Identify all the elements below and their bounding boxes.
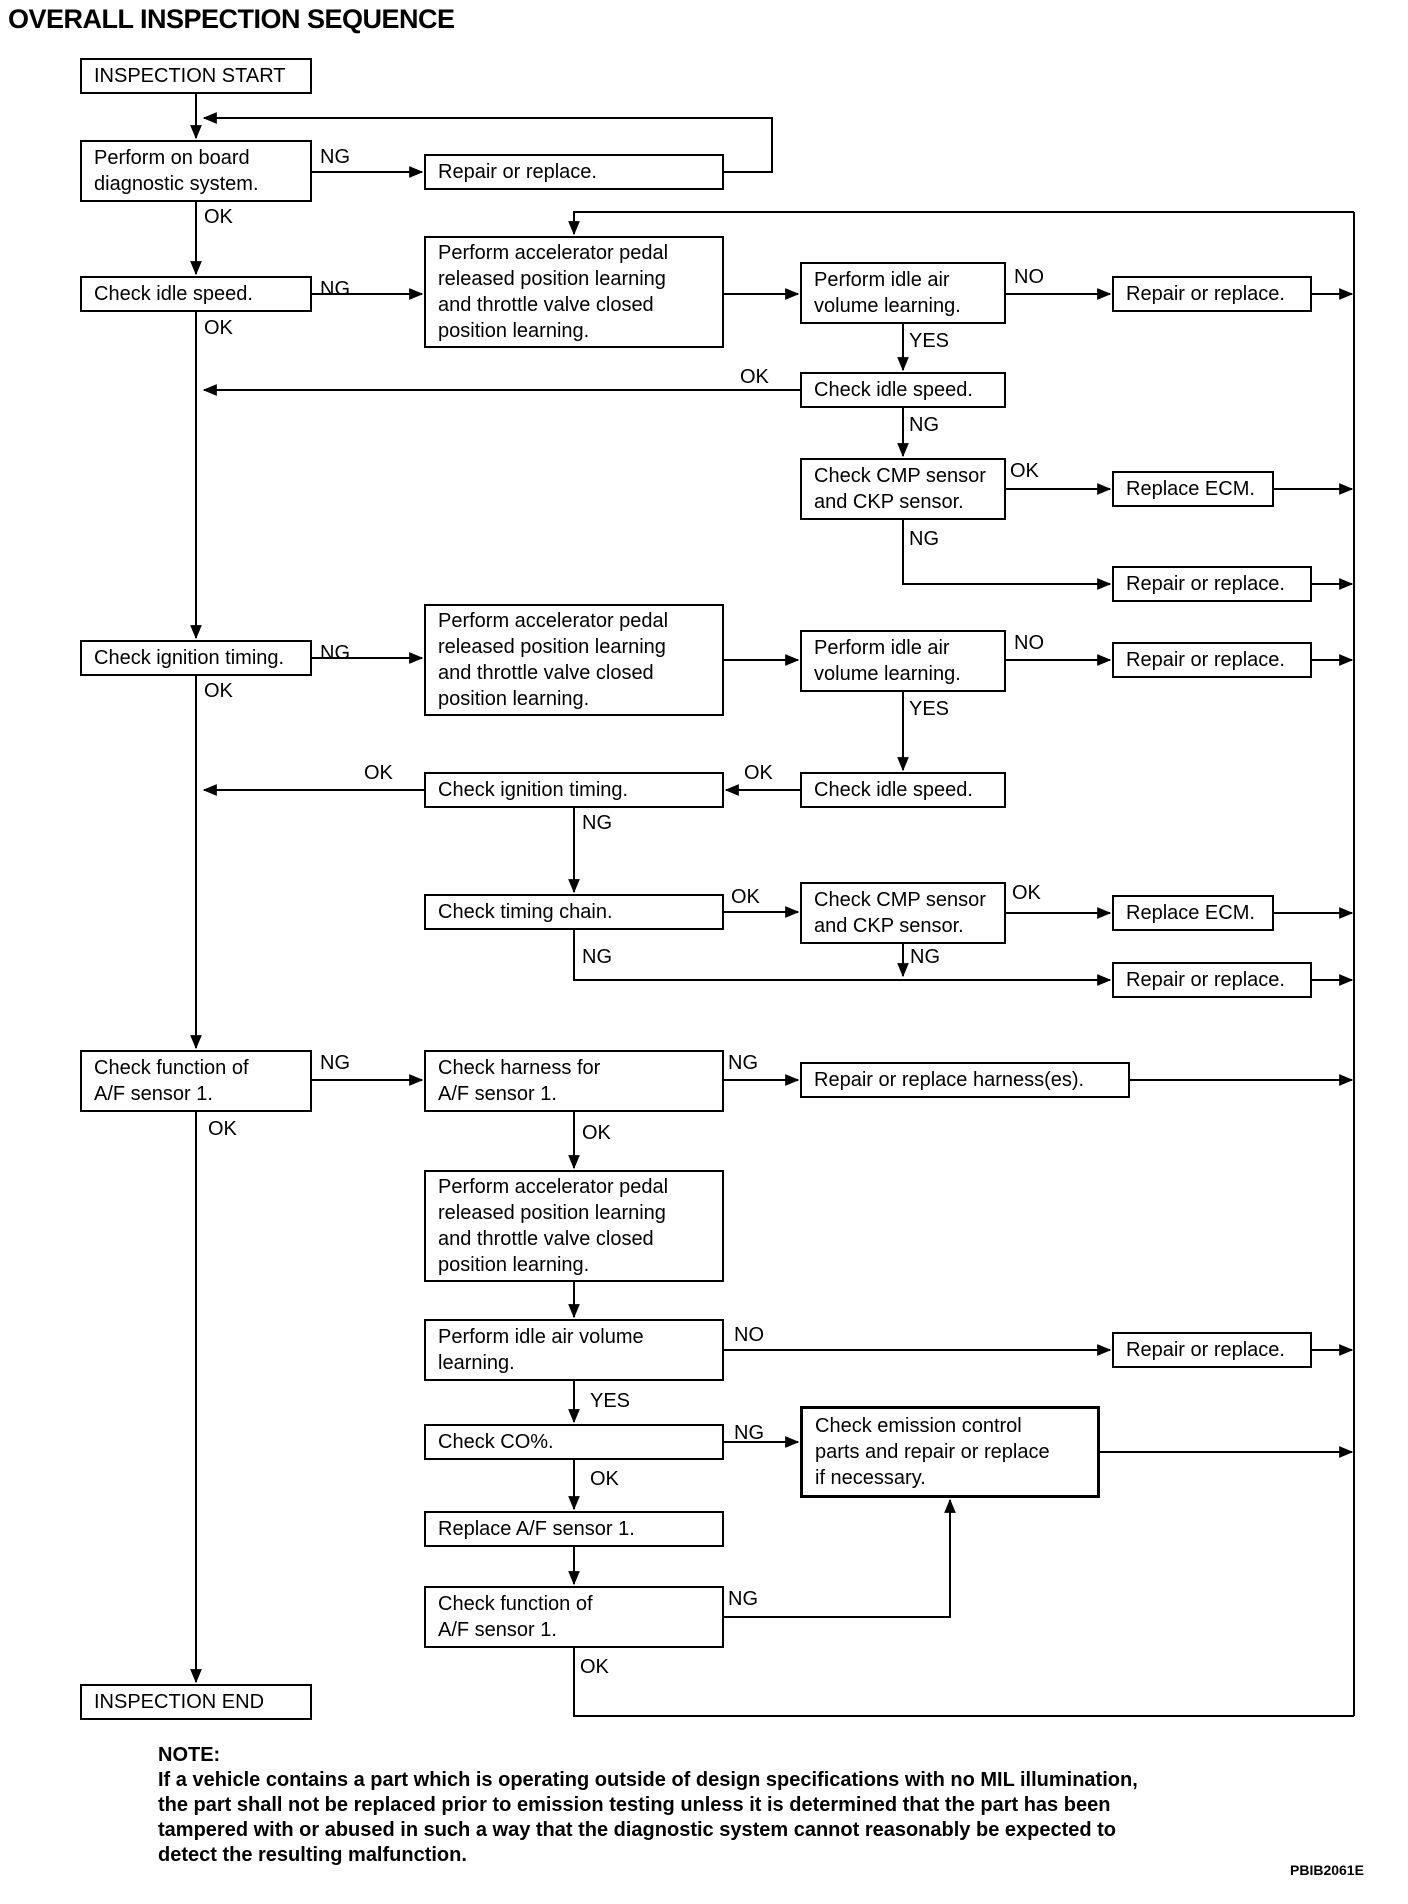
label-cmp2-ok: OK <box>1012 882 1041 904</box>
label-af2-ok: OK <box>580 1656 609 1678</box>
node-replace-ecm-2: Replace ECM. <box>1112 895 1274 931</box>
node-accel-learning-1: Perform accelerator pedal released posit… <box>424 236 724 348</box>
label-iavl1-yes: YES <box>909 330 950 352</box>
label-idle1-ng: NG <box>320 278 350 300</box>
note-block: NOTE: If a vehicle contains a part which… <box>158 1742 1268 1868</box>
note-text: If a vehicle contains a part which is op… <box>158 1769 1138 1866</box>
node-accel-learning-2: Perform accelerator pedal released posit… <box>424 604 724 716</box>
node-perform-obd: Perform on board diagnostic system. <box>80 140 312 202</box>
node-check-idle-3: Check idle speed. <box>800 772 1006 808</box>
edge-af2-ng <box>724 1498 956 1618</box>
node-check-af-function-1: Check function of A/F sensor 1. <box>80 1050 312 1112</box>
node-repair-5: Repair or replace. <box>1112 962 1312 998</box>
label-co-ng: NG <box>734 1422 764 1444</box>
label-chain-ng: NG <box>582 946 612 968</box>
node-idle-air-learning-3: Perform idle air volume learning. <box>424 1319 724 1381</box>
node-check-ignition-2: Check ignition timing. <box>424 772 724 808</box>
node-repair-1: Repair or replace. <box>424 154 724 190</box>
label-idle2-ok: OK <box>740 366 769 388</box>
edge-repair1-feedback <box>202 112 773 173</box>
node-check-af-harness: Check harness for A/F sensor 1. <box>424 1050 724 1112</box>
figure-code: PBIB2061E <box>1290 1862 1364 1878</box>
label-cmp2-ng: NG <box>910 946 940 968</box>
label-iavl2-yes: YES <box>909 698 950 720</box>
label-ign1-ok: OK <box>204 680 233 702</box>
label-obd-ok: OK <box>204 206 233 228</box>
label-idle3-ok: OK <box>744 762 773 784</box>
node-check-idle-2: Check idle speed. <box>800 372 1006 408</box>
label-cmp1-ok: OK <box>1010 460 1039 482</box>
label-af1-ok: OK <box>208 1118 237 1140</box>
label-iavl3-no: NO <box>734 1324 764 1346</box>
label-harness-ok: OK <box>582 1122 611 1144</box>
label-cmp1-ng: NG <box>909 528 939 550</box>
edge-chain-ng <box>573 930 1112 986</box>
node-replace-af-sensor: Replace A/F sensor 1. <box>424 1511 724 1547</box>
node-check-co: Check CO%. <box>424 1424 724 1460</box>
node-repair-2: Repair or replace. <box>1112 276 1312 312</box>
node-accel-learning-3: Perform accelerator pedal released posit… <box>424 1170 724 1282</box>
node-idle-air-learning-1: Perform idle air volume learning. <box>800 262 1006 324</box>
node-emission-parts: Check emission control parts and repair … <box>800 1406 1100 1498</box>
label-harness-ng: NG <box>728 1052 758 1074</box>
label-iavl2-no: NO <box>1014 632 1044 654</box>
label-iavl1-no: NO <box>1014 266 1044 288</box>
node-inspection-start: INSPECTION START <box>80 58 312 94</box>
edge-af2-ok-collector <box>573 1648 1354 1717</box>
label-af2-ng: NG <box>728 1588 758 1610</box>
label-co-ok: OK <box>590 1468 619 1490</box>
node-check-ignition-1: Check ignition timing. <box>80 640 312 676</box>
node-repair-harness: Repair or replace harness(es). <box>800 1062 1130 1098</box>
label-idle2-ng: NG <box>909 414 939 436</box>
node-inspection-end: INSPECTION END <box>80 1684 312 1720</box>
label-obd-ng: NG <box>320 146 350 168</box>
label-af1-ng: NG <box>320 1052 350 1074</box>
node-check-af-function-2: Check function of A/F sensor 1. <box>424 1586 724 1648</box>
node-cmp-ckp-2: Check CMP sensor and CKP sensor. <box>800 882 1006 944</box>
label-ign2-ok: OK <box>364 762 393 784</box>
label-ign2-ng: NG <box>582 812 612 834</box>
label-chain-ok: OK <box>731 886 760 908</box>
label-idle1-ok: OK <box>204 317 233 339</box>
label-iavl3-yes: YES <box>590 1390 631 1412</box>
page-title: OVERALL INSPECTION SEQUENCE <box>8 4 455 34</box>
node-repair-3: Repair or replace. <box>1112 566 1312 602</box>
label-ign1-ng: NG <box>320 642 350 664</box>
node-replace-ecm-1: Replace ECM. <box>1112 471 1274 507</box>
node-cmp-ckp-1: Check CMP sensor and CKP sensor. <box>800 458 1006 520</box>
edge-cmp1-ng <box>902 520 1112 590</box>
note-heading: NOTE: <box>158 1744 221 1766</box>
node-idle-air-learning-2: Perform idle air volume learning. <box>800 630 1006 692</box>
node-check-timing-chain: Check timing chain. <box>424 894 724 930</box>
edge-trunk-return-top <box>568 211 1354 236</box>
node-repair-4: Repair or replace. <box>1112 642 1312 678</box>
node-check-idle-1: Check idle speed. <box>80 276 312 312</box>
node-repair-6: Repair or replace. <box>1112 1332 1312 1368</box>
